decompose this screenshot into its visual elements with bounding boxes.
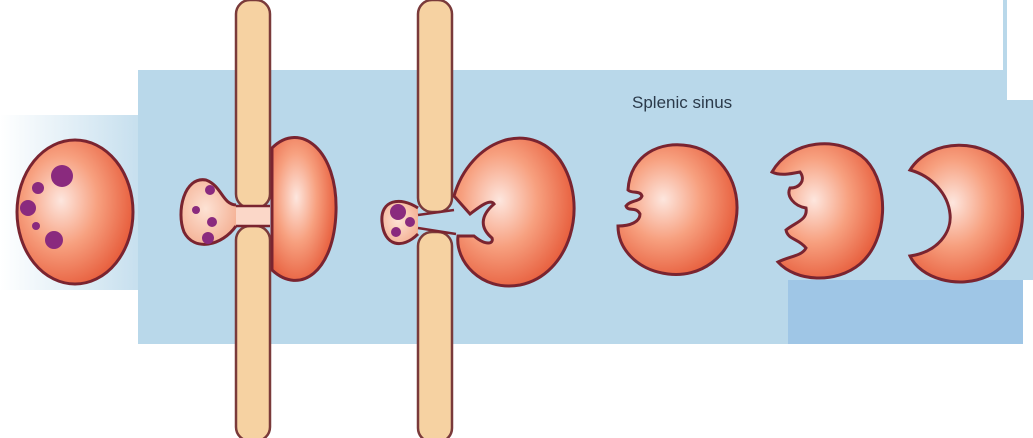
pillar-lower (418, 232, 452, 438)
inclusion-body (192, 206, 200, 214)
cell-neck (236, 206, 270, 226)
pillar-upper (236, 0, 270, 208)
pillar-lower (236, 226, 270, 438)
inclusion-body (205, 185, 215, 195)
inclusion-body (32, 182, 44, 194)
sinus-top-notch (1005, 0, 1033, 100)
inclusion-body (207, 217, 217, 227)
bite-cell-body (618, 145, 737, 275)
splenic-sinus-label: Splenic sinus (632, 93, 732, 112)
inclusion-body (405, 217, 415, 227)
pillar-upper (418, 0, 452, 212)
inclusion-body (45, 231, 63, 249)
inclusion-body (390, 204, 406, 220)
sinus-outlet-block (788, 280, 1023, 344)
inclusion-body (391, 227, 401, 237)
inclusion-body (32, 222, 40, 230)
red-cell-with-inclusions (17, 140, 133, 284)
sinus-right-edge (1003, 0, 1007, 100)
inclusion-body (20, 200, 36, 216)
inclusion-body (51, 165, 73, 187)
bite-cell-1 (618, 145, 737, 275)
cell-front-portion (272, 137, 336, 280)
inclusion-body (202, 232, 214, 244)
cell-body-pitting (454, 138, 574, 286)
